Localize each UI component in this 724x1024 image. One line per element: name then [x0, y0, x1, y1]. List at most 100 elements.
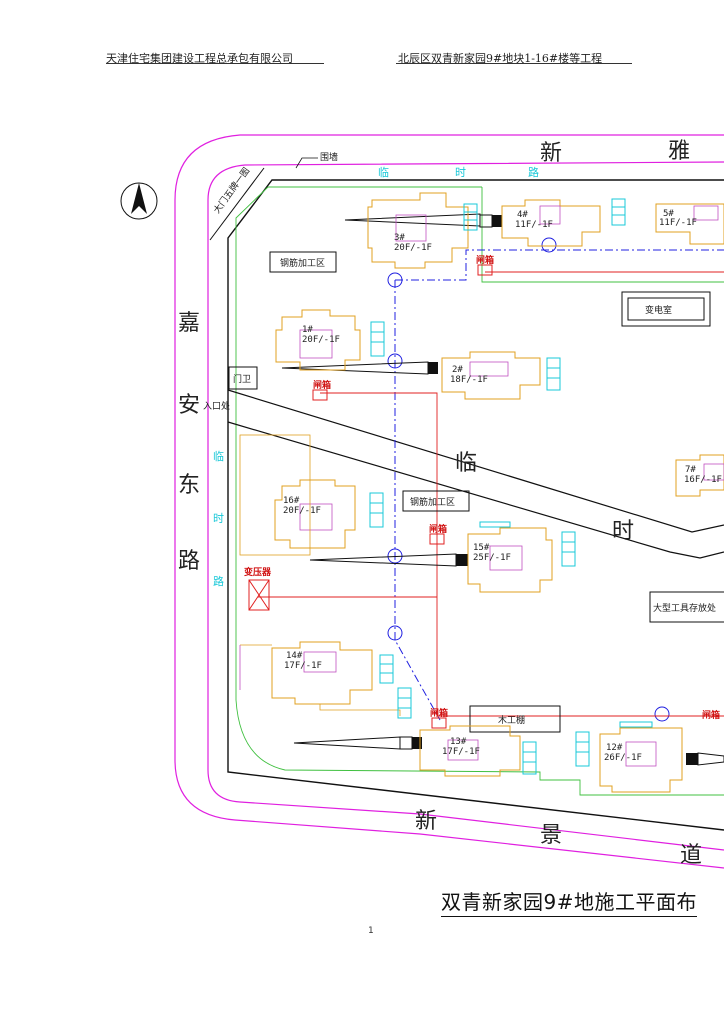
- fence-label: 围墙: [320, 151, 338, 163]
- power-room-label: 变电室: [645, 304, 672, 316]
- transformer-icon: [248, 579, 270, 611]
- tower-crane-icon: [293, 736, 422, 750]
- building-15: 15# 25F/-1F: [467, 527, 553, 593]
- gate-house: [228, 366, 258, 390]
- hoist: [611, 198, 626, 226]
- water-pipe-branch: [395, 249, 724, 281]
- building-3-name: 3#: [394, 233, 405, 243]
- hoist: [546, 357, 561, 391]
- building-12-floors: 26F/-1F: [604, 753, 642, 763]
- gate-label: 门卫: [233, 373, 251, 385]
- power-room-inner: [627, 297, 705, 321]
- road-north-2: 雅: [668, 139, 690, 164]
- building-16-floors: 20F/-1F: [283, 506, 321, 516]
- hoist: [397, 687, 412, 719]
- building-16: 16# 20F/-1F: [274, 479, 356, 549]
- breaker-label: 闸箱: [476, 254, 494, 266]
- building-5-floors: 11F/-1F: [659, 218, 697, 228]
- road-south-2: 景: [540, 823, 562, 848]
- building-2: 2# 18F/-1F: [441, 351, 541, 400]
- hoist-roof: [619, 721, 653, 728]
- hoist: [369, 492, 384, 528]
- building-4: 4# 11F/-1F: [501, 199, 601, 247]
- road-west-3: 东: [178, 473, 200, 498]
- tower-crane-icon: [309, 553, 468, 567]
- carpentry-label: 木工棚: [498, 714, 525, 726]
- building-13: 13# 17F/-1F: [419, 725, 521, 777]
- tower-crane-icon: [344, 213, 502, 228]
- building-12: 12# 26F/-1F: [599, 727, 683, 793]
- hoist: [463, 203, 478, 231]
- yard-outline-14: [240, 644, 401, 716]
- tool-storage-label: 大型工具存放处: [653, 602, 716, 614]
- header-company: 天津住宅集团建设工程总承包有限公司: [106, 52, 293, 65]
- road-west-1: 嘉: [178, 311, 200, 336]
- building-12-name: 12#: [606, 743, 623, 753]
- drawing-title: 双青新家园9#地施工平面布: [441, 886, 697, 917]
- building-13-name: 13#: [450, 737, 467, 747]
- site-fence: [227, 179, 724, 831]
- breaker-box: [477, 264, 493, 276]
- green-upper-yard: [481, 187, 724, 283]
- power-room-outer: [621, 291, 711, 327]
- breaker-label: 闸箱: [702, 709, 720, 721]
- tower-crane-icon: [281, 361, 438, 375]
- valve: [541, 237, 557, 253]
- hoist: [370, 321, 385, 357]
- temp-road-lower-edge: [227, 421, 724, 559]
- building-3-floors: 20F/-1F: [394, 243, 432, 253]
- road-south-3: 道: [680, 843, 702, 868]
- temp-top-3: 路: [528, 166, 539, 179]
- green-boundary: [235, 186, 724, 796]
- breaker-label: 闸箱: [430, 707, 448, 719]
- building-1-floors: 20F/-1F: [302, 335, 340, 345]
- building-16-name: 16#: [283, 496, 300, 506]
- page-number: 1: [368, 926, 374, 936]
- building-4-name: 4#: [517, 210, 528, 220]
- valve: [387, 272, 403, 288]
- building-3: 3# 20F/-1F: [367, 192, 469, 269]
- building-2-name: 2#: [452, 365, 463, 375]
- valve: [654, 706, 670, 722]
- entrance-label: 入口处: [203, 400, 230, 412]
- building-14: 14# 17F/-1F: [271, 641, 373, 705]
- road-west-2: 安: [178, 393, 200, 418]
- building-1: 1# 20F/-1F: [275, 309, 361, 371]
- building-2-floors: 18F/-1F: [450, 375, 488, 385]
- temp-top-1: 临: [378, 165, 389, 179]
- temp-west-3: 路: [213, 575, 224, 588]
- building-14-floors: 17F/-1F: [284, 661, 322, 671]
- hoist: [561, 531, 576, 567]
- temp-west-1: 临: [213, 449, 224, 463]
- road-west-4: 路: [178, 549, 200, 574]
- transformer-label: 变压器: [244, 566, 272, 578]
- breaker-label: 闸箱: [429, 523, 447, 535]
- building-7-name: 7#: [685, 465, 696, 475]
- hoist: [522, 741, 537, 775]
- header-project: 北辰区双青新家园9#地块1-16#楼等工程: [398, 52, 603, 65]
- temp-road-2: 时: [612, 519, 634, 544]
- breaker-box: [431, 717, 447, 729]
- rebar-yard-1: [269, 251, 337, 273]
- road-south-1: 新: [415, 809, 437, 834]
- header-underline-right: [396, 63, 632, 64]
- north-arrow-icon: [120, 182, 158, 220]
- building-5: 5# 11F/-1F: [655, 203, 724, 245]
- breaker-box: [429, 533, 445, 545]
- breaker-label: 闸箱: [313, 379, 331, 391]
- rebar-yard-2: [402, 490, 470, 512]
- rebar-yard-2-label: 钢筋加工区: [410, 496, 455, 508]
- power-line: [320, 392, 438, 716]
- hoist-roof: [479, 521, 511, 528]
- rebar-yard-1-label: 钢筋加工区: [280, 257, 325, 269]
- building-5-name: 5#: [663, 209, 674, 219]
- building-4-floors: 11F/-1F: [515, 220, 553, 230]
- inner-road-boundary: [207, 161, 724, 851]
- temp-west-2: 时: [213, 512, 224, 525]
- signboard-line: [209, 167, 265, 241]
- yard-outline-16: [239, 434, 311, 556]
- building-14-name: 14#: [286, 651, 303, 661]
- road-north-1: 新: [540, 141, 562, 166]
- hoist: [379, 654, 394, 684]
